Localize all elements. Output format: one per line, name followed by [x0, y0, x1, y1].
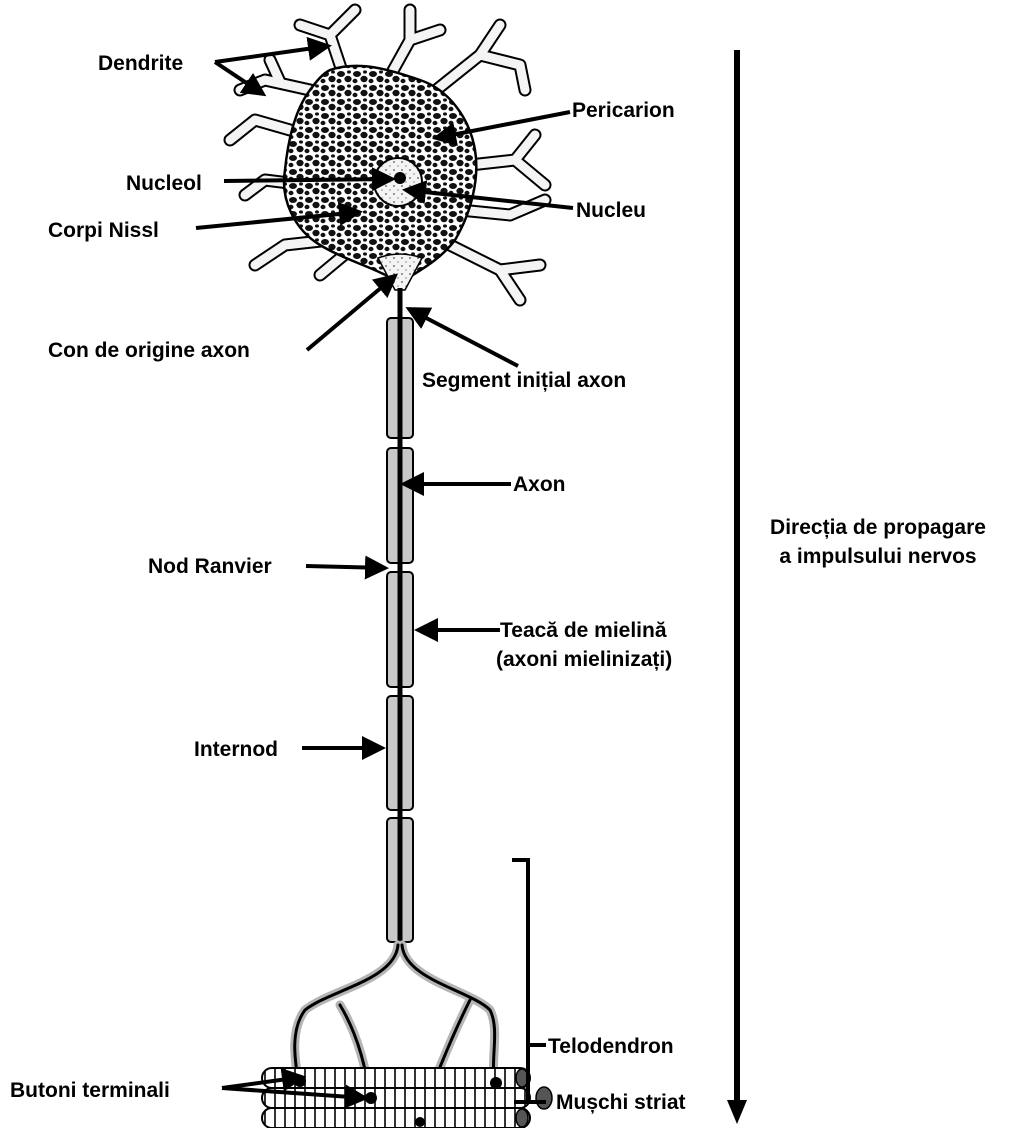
label-axon: Axon — [513, 473, 566, 496]
label-teaca-line2: (axoni mielinizați) — [496, 648, 672, 671]
label-telodendron: Telodendron — [548, 1035, 674, 1058]
muscle-fiber — [262, 1108, 530, 1128]
label-pericarion: Pericarion — [572, 99, 675, 122]
label-con-origine: Con de origine axon — [48, 339, 250, 362]
label-nucleu: Nucleu — [576, 199, 646, 222]
label-dendrite: Dendrite — [98, 52, 183, 75]
telodendron-bracket — [512, 860, 546, 1102]
muscle-fiber — [262, 1088, 530, 1108]
label-corpi-nissl: Corpi Nissl — [48, 219, 159, 242]
striated-muscle — [262, 1068, 552, 1128]
label-teaca-line1: Teacă de mielină — [500, 619, 667, 642]
label-butoni: Butoni terminali — [10, 1079, 170, 1102]
label-muschi: Mușchi striat — [556, 1091, 686, 1114]
label-segment-initial: Segment inițial axon — [422, 369, 626, 392]
terminal-button — [415, 1117, 425, 1127]
nucleolus — [394, 172, 406, 184]
label-directie-line1: Direcția de propagare — [770, 516, 986, 539]
axon-shaft — [387, 288, 413, 945]
propagation-arrow — [727, 50, 747, 1124]
label-nucleol: Nucleol — [126, 172, 202, 195]
terminal-button — [490, 1077, 502, 1089]
terminal-button — [365, 1092, 377, 1104]
label-nod-ranvier: Nod Ranvier — [148, 555, 272, 578]
label-internod: Internod — [194, 738, 278, 761]
label-directie-line2: a impulsului nervos — [779, 545, 976, 568]
